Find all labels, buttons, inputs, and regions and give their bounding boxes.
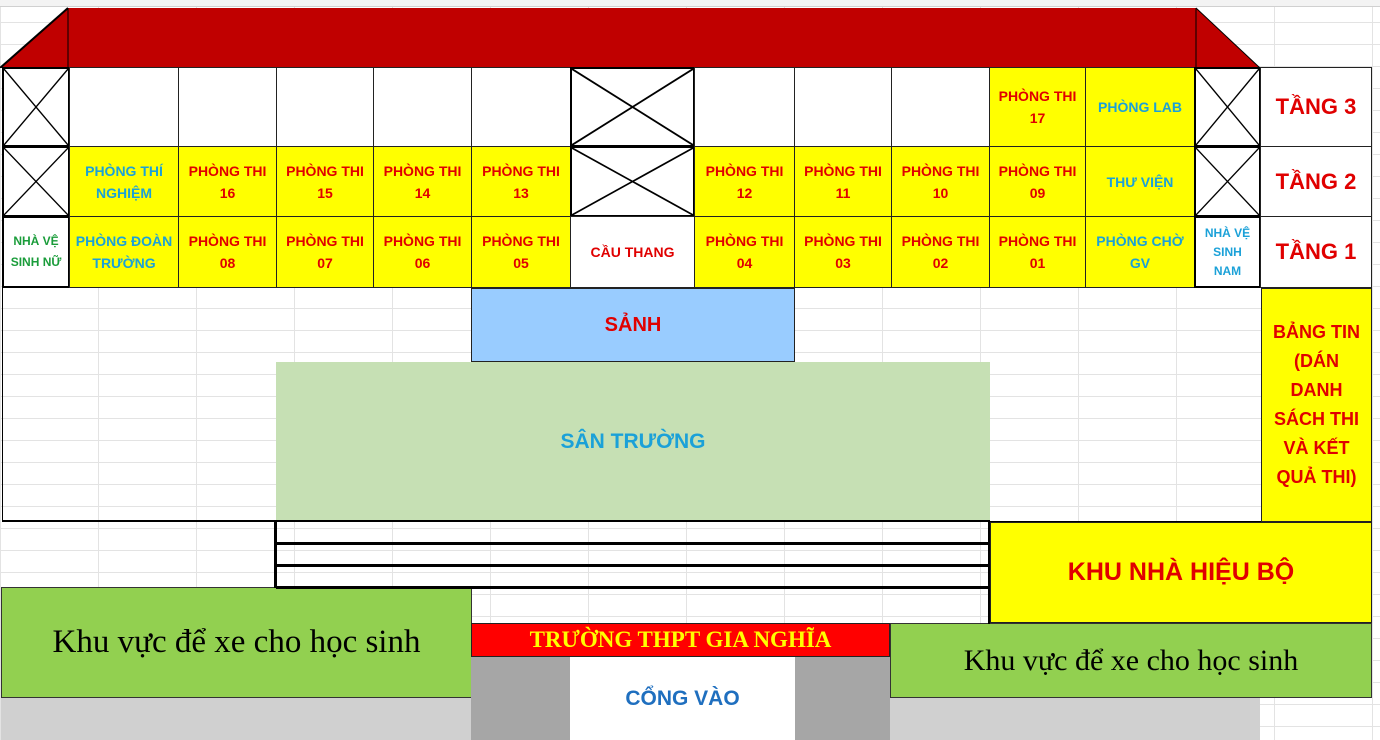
parking-right: Khu vực để xe cho học sinh [890,623,1372,698]
empty-room-f3-6 [694,67,795,147]
admin-building: KHU NHÀ HIỆU BỘ [990,522,1372,623]
empty-room-f3-2 [178,67,277,147]
empty-room-f3-5 [471,67,571,147]
room-16: PHÒNG THI 16 [178,146,277,217]
room-13: PHÒNG THI 13 [471,146,571,217]
floor-3-label: TẦNG 3 [1260,67,1372,147]
room-06: PHÒNG THI 06 [373,216,472,288]
parking-left: Khu vực để xe cho học sinh [1,587,472,698]
bulletin-board: BẢNG TIN (DÁN DANH SÁCH THI VÀ KẾT QUẢ T… [1261,288,1372,522]
room-lab-experiment: PHÒNG THÍ NGHIỆM [69,146,179,217]
room-14: PHÒNG THI 14 [373,146,472,217]
empty-room-f3-7 [794,67,892,147]
room-union: PHÒNG ĐOÀN TRƯỜNG [69,216,179,288]
wc-male: NHÀ VỆ SINH NAM [1194,216,1261,288]
empty-room-f3-4 [373,67,472,147]
school-name-banner: TRƯỜNG THPT GIA NGHĨA [471,623,890,657]
step-line-2 [276,542,990,545]
step-line-1 [2,520,990,522]
floor-1-label: TẦNG 1 [1260,216,1372,288]
room-lab: PHÒNG LAB [1085,67,1195,147]
room-15: PHÒNG THI 15 [276,146,374,217]
room-17: PHÒNG THI 17 [989,67,1086,147]
room-08: PHÒNG THI 08 [178,216,277,288]
room-01: PHÒNG THI 01 [989,216,1086,288]
stairwell-right-f2 [1194,146,1261,217]
stairwell-left-f3 [2,67,70,147]
step-line-left [274,520,277,588]
room-07: PHÒNG THI 07 [276,216,374,288]
empty-room-f3-1 [69,67,179,147]
room-09: PHÒNG THI 09 [989,146,1086,217]
step-line-3 [276,564,990,567]
room-11: PHÒNG THI 11 [794,146,892,217]
room-library: THƯ VIỆN [1085,146,1195,217]
empty-room-f3-3 [276,67,374,147]
lobby: SẢNH [471,288,795,362]
gate-pillar-right [795,657,890,740]
stairwell-left-f2 [2,146,70,217]
room-05: PHÒNG THI 05 [471,216,571,288]
gate-pillar-left [471,657,570,740]
school-yard: SÂN TRƯỜNG [276,362,990,522]
walkway-left [1,698,471,740]
room-03: PHÒNG THI 03 [794,216,892,288]
floor-2-label: TẦNG 2 [1260,146,1372,217]
stairwell-center-f2 [570,146,695,217]
stairs: CẦU THANG [570,216,695,288]
empty-room-f3-8 [891,67,990,147]
wc-female: NHÀ VỆ SINH NỮ [2,216,70,288]
stairwell-right-f3 [1194,67,1261,147]
room-02: PHÒNG THI 02 [891,216,990,288]
entrance-gate: CỔNG VÀO [570,657,795,740]
stairwell-center-f3 [570,67,695,147]
step-line-right [988,520,990,624]
room-12: PHÒNG THI 12 [694,146,795,217]
room-teacher: PHÒNG CHỜ GV [1085,216,1195,288]
room-04: PHÒNG THI 04 [694,216,795,288]
room-10: PHÒNG THI 10 [891,146,990,217]
roof [0,7,1261,68]
step-line-4 [276,586,990,589]
walkway-right [890,698,1260,740]
column-header-strip [0,0,1380,7]
